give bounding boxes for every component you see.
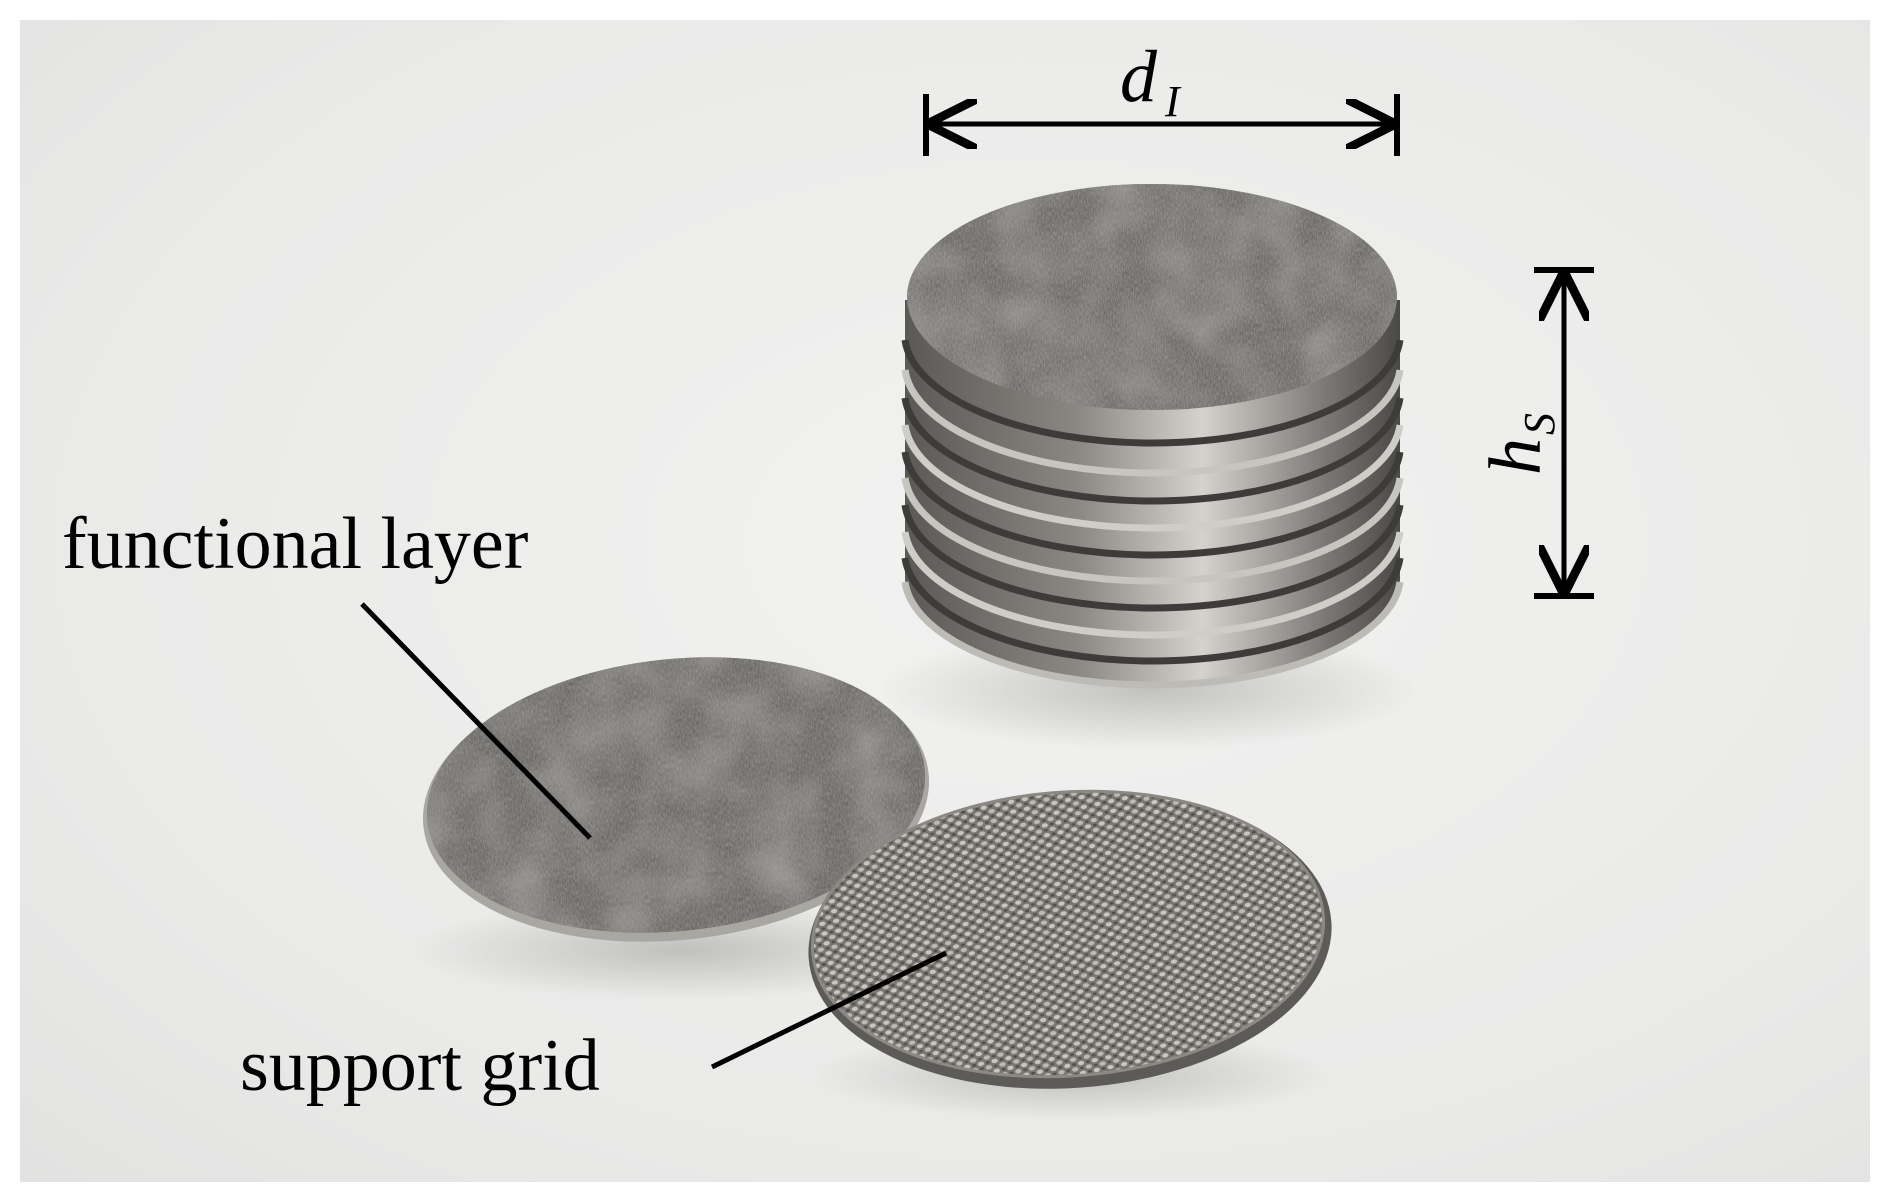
support-grid-label: support grid: [240, 1025, 600, 1107]
height-dimension: h S: [1475, 267, 1594, 599]
height-label: h: [1475, 438, 1557, 475]
diameter-dimension: d I: [923, 36, 1400, 156]
support-grid-disc: [808, 789, 1332, 1089]
functional-layer-callout: functional layer: [62, 503, 592, 840]
functional-layer-label: functional layer: [62, 503, 528, 585]
disc-stack: [901, 184, 1404, 689]
functional-layer-disc: [422, 657, 930, 942]
height-subscript: S: [1515, 413, 1564, 435]
diameter-label: d: [1120, 36, 1158, 118]
diameter-subscript: I: [1164, 77, 1182, 126]
support-grid-callout: support grid: [240, 950, 948, 1107]
